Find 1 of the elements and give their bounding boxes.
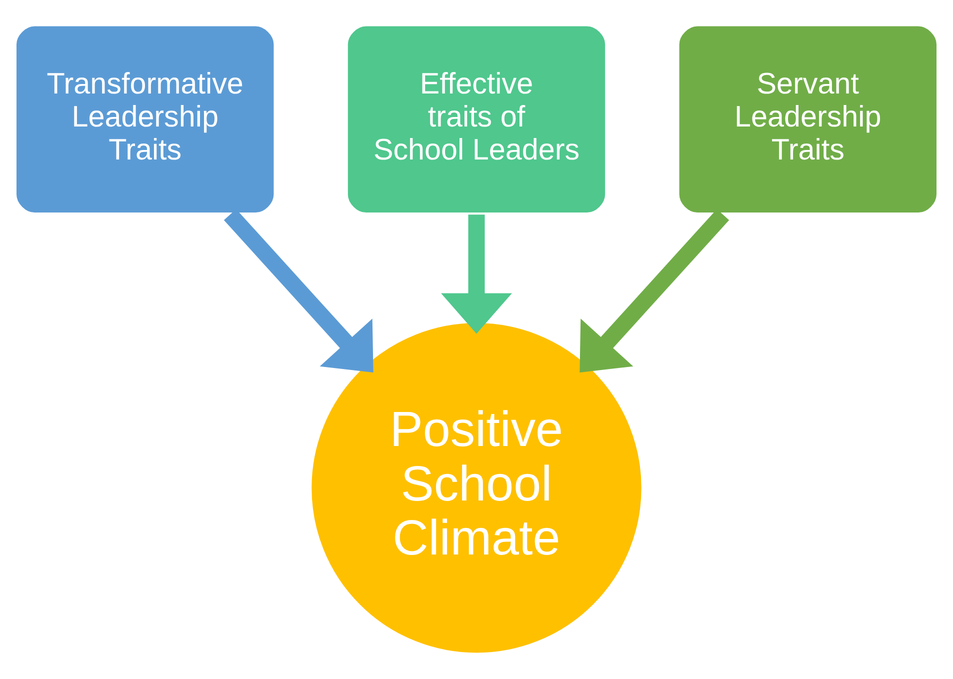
arrow	[441, 214, 512, 334]
